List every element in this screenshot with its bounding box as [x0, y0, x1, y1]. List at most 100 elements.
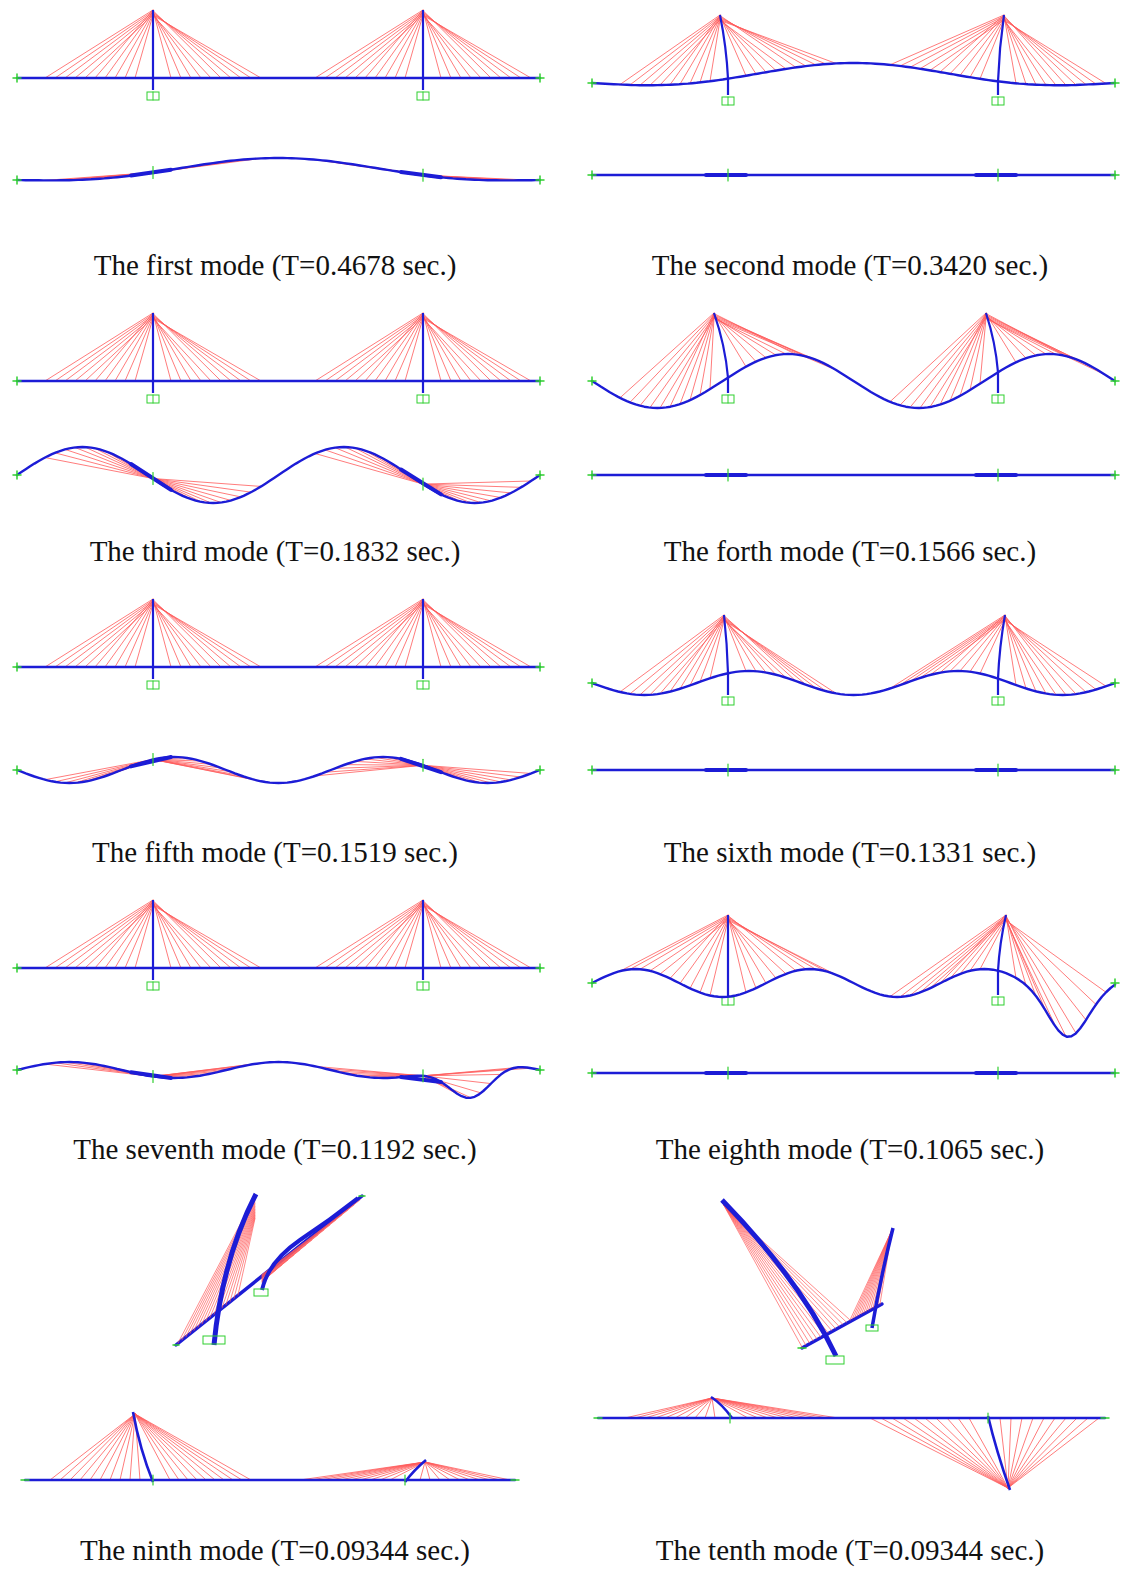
stay-cable [315, 900, 423, 968]
stay-cable [700, 19, 720, 83]
stay-cable [1004, 20, 1106, 83]
stay-cable [670, 615, 724, 692]
pier-support [153, 681, 154, 689]
stay-cable [1008, 1418, 1077, 1488]
stay-cable [940, 915, 1006, 983]
stay-cable [980, 920, 1006, 969]
deck [592, 354, 1115, 408]
pier-support [992, 997, 1004, 1005]
stay-cable [645, 1398, 712, 1418]
stay-cable [85, 604, 153, 667]
mode-caption: The first mode (T=0.4678 sec.) [0, 248, 555, 282]
stay-cable [153, 604, 261, 667]
stay-cable [335, 765, 423, 768]
pier-support [727, 764, 728, 776]
stay-cable [50, 1414, 135, 1480]
stay-cable [625, 1398, 712, 1418]
end-support [539, 964, 541, 972]
stay-cable [986, 318, 1106, 375]
end-support [1114, 766, 1116, 774]
end-support [16, 176, 18, 184]
pylon [986, 313, 998, 393]
end-support [173, 1344, 179, 1346]
end-support [16, 377, 18, 385]
stay-cable [85, 905, 153, 968]
stay-cable [1004, 19, 1046, 85]
pylon-plan [131, 464, 171, 490]
end-support [591, 766, 593, 774]
stay-cable [881, 1418, 1008, 1488]
stay-cable [423, 13, 461, 78]
pier-support [727, 469, 728, 481]
stay-cable [665, 1398, 712, 1418]
stay-cable [940, 313, 986, 405]
pier-support [998, 97, 999, 105]
pylon [872, 1228, 893, 1328]
stay-cable [135, 1414, 251, 1480]
stay-cable [335, 12, 423, 78]
stay-cable [680, 616, 724, 689]
stay-cable [930, 620, 1005, 675]
stay-cable [345, 447, 423, 484]
stay-cable [640, 617, 724, 695]
pier-support [422, 1070, 423, 1082]
stay-cable [712, 1398, 838, 1418]
stay-cable [85, 318, 153, 381]
pier-support [152, 753, 153, 765]
stay-cable [423, 604, 531, 667]
stay-cable [45, 10, 153, 78]
stay-cable [724, 620, 836, 693]
stay-cable [670, 313, 714, 407]
pier-support [417, 395, 429, 403]
pylon [724, 615, 728, 695]
stay-cable [355, 905, 423, 968]
end-support [1114, 79, 1116, 87]
stay-cable [423, 484, 491, 501]
stay-cable [105, 901, 153, 968]
end-support [16, 766, 18, 774]
stay-cable [695, 1398, 712, 1418]
deck [598, 1417, 1105, 1419]
stay-cable [940, 615, 1005, 673]
stay-cable [120, 1414, 135, 1480]
stay-cable [1005, 620, 1106, 686]
stay-cable [700, 619, 724, 682]
stay-cable [870, 1418, 1008, 1488]
deck [176, 1196, 362, 1345]
stay-cable [910, 315, 986, 407]
stay-cable [640, 17, 720, 85]
stay-cable [900, 314, 986, 405]
deck [592, 769, 1115, 771]
stay-cable [969, 1418, 1008, 1488]
pier-support [997, 469, 998, 481]
pier-support [728, 97, 729, 105]
stay-cable [722, 1202, 805, 1344]
stay-cable [105, 600, 153, 667]
stay-cable [355, 604, 423, 667]
stay-cable [724, 1204, 821, 1336]
pier-support [992, 97, 1004, 105]
pylon-plan [131, 757, 171, 766]
stay-cable [355, 318, 423, 381]
stay-cable [423, 902, 451, 968]
stay-cable [110, 1414, 135, 1480]
stay-cable [45, 599, 153, 667]
stay-cable [1005, 617, 1076, 694]
stay-cable [335, 601, 423, 667]
stay-cable [660, 920, 728, 974]
stay-cable [1008, 1418, 1088, 1488]
end-support [511, 1479, 519, 1481]
stay-cable [640, 917, 728, 969]
stay-cable [125, 14, 153, 78]
pier-support [147, 395, 159, 403]
stay-cable [630, 916, 728, 969]
pier-support [997, 1067, 998, 1079]
stay-cable [728, 920, 836, 974]
stay-cable [1004, 16, 1016, 84]
stay-cable [45, 313, 153, 381]
stay-cable [1006, 919, 1096, 1004]
pier-support [826, 1356, 844, 1364]
deck [17, 757, 540, 783]
pier-support [417, 982, 429, 990]
stay-cable [920, 619, 1005, 678]
